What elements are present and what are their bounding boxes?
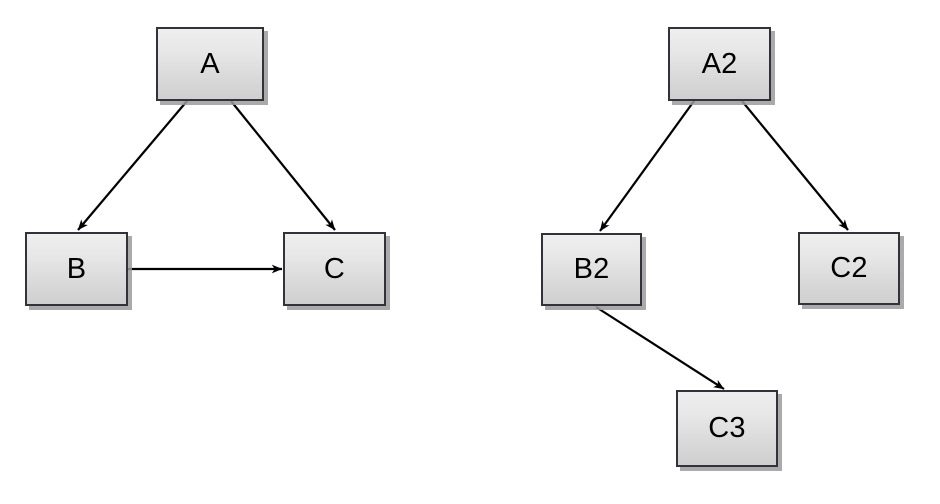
node-a2[interactable]: A2 — [668, 27, 771, 101]
node-label: C3 — [708, 412, 746, 444]
node-label: C — [323, 252, 346, 285]
node-label: B — [66, 252, 87, 285]
node-label: B2 — [573, 253, 610, 285]
node-label: A2 — [701, 47, 738, 80]
edge-a-to-c — [230, 100, 336, 231]
node-c3[interactable]: C3 — [676, 390, 778, 467]
edge-b2-to-c3 — [595, 306, 725, 390]
node-label: A — [200, 47, 220, 80]
node-c2[interactable]: C2 — [798, 232, 900, 305]
node-label: C2 — [830, 252, 868, 284]
edge-a2-to-c2 — [741, 100, 849, 231]
node-a[interactable]: A — [156, 27, 264, 101]
edge-a2-to-b2 — [599, 100, 695, 232]
node-c[interactable]: C — [283, 232, 386, 306]
edge-a-to-b — [77, 100, 188, 231]
edges-group — [77, 100, 849, 390]
node-b2[interactable]: B2 — [541, 233, 642, 306]
node-b[interactable]: B — [25, 232, 128, 306]
